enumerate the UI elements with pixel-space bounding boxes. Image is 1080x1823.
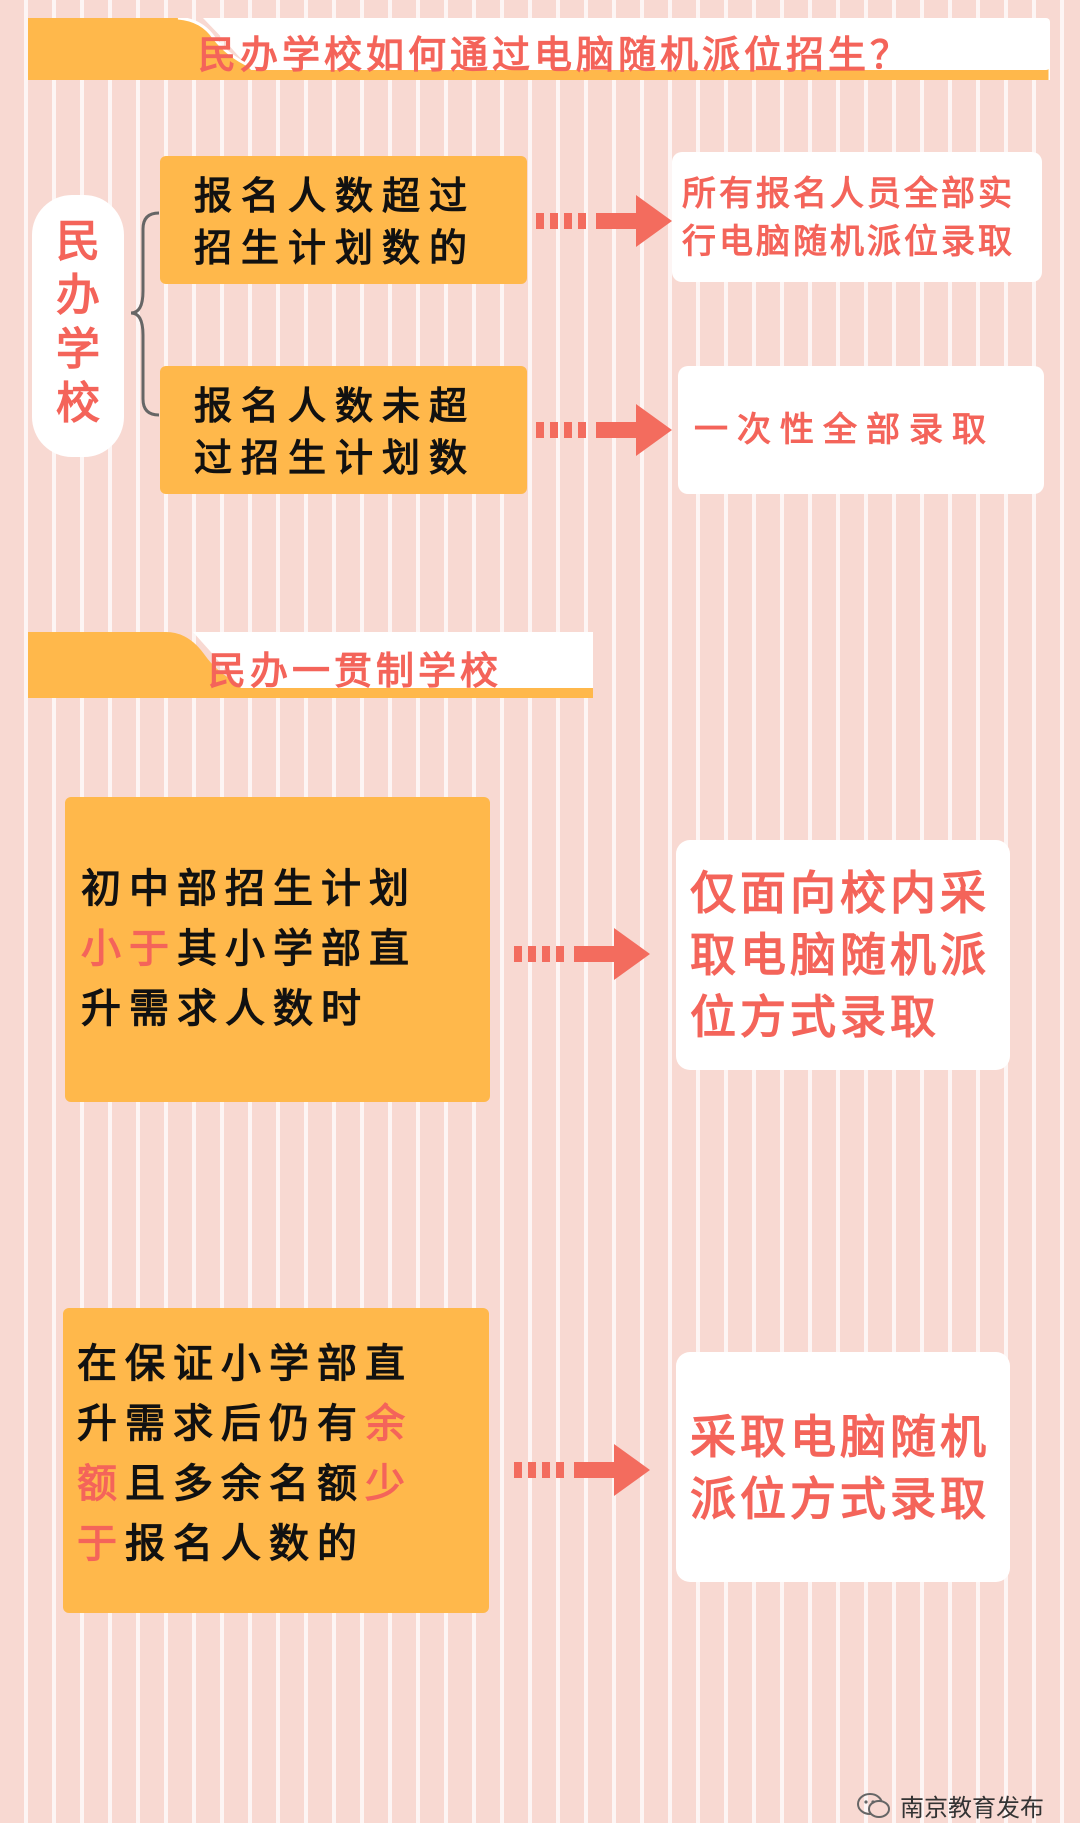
result-line-3: 位方式录取 <box>690 990 940 1044</box>
section-banner-2: 民办一贯制学校 <box>28 632 593 698</box>
wechat-watermark: 南京教育发布 <box>856 1788 1044 1823</box>
dashed-arrow-icon <box>514 926 650 980</box>
result-line-1: 所有报名人员全部实 <box>682 174 1015 214</box>
condition-text: 报名人数的 <box>125 1521 365 1567</box>
result-box-admit-all: 一次性全部录取 <box>678 366 1044 494</box>
wechat-icon <box>857 1792 890 1818</box>
condition-line-2: 招生计划数的 <box>194 226 477 270</box>
condition-text: 升需求后仍有 <box>77 1401 365 1447</box>
banner-title: 民办学校如何通过电脑随机派位招生？ <box>198 33 913 77</box>
dashed-arrow-icon <box>536 193 672 247</box>
condition-line-1: 报名人数超过 <box>194 174 477 218</box>
result-line-2: 行电脑随机派位录取 <box>682 222 1015 262</box>
condition-line-2: 小于其小学部直 <box>81 919 490 979</box>
condition-line-1: 报名人数未超 <box>194 384 477 428</box>
banner-title: 民办一贯制学校 <box>208 649 503 693</box>
banner-white-body <box>193 632 593 688</box>
condition-line-2: 升需求后仍有余 <box>77 1394 489 1454</box>
banner-white-body <box>203 18 1050 70</box>
dashed-arrow-icon <box>536 402 672 456</box>
result-line-1: 采取电脑随机 <box>690 1410 990 1464</box>
result-box-random-allocation-2: 采取电脑随机 派位方式录取 <box>676 1352 1010 1582</box>
condition-text: 且多余名额 <box>125 1461 365 1507</box>
banner-shape <box>28 632 593 698</box>
highlight-text: 小于 <box>81 926 177 972</box>
condition-line-2: 过招生计划数 <box>194 436 477 480</box>
account-name: 南京教育发布 <box>900 1794 1044 1822</box>
condition-line-1: 在保证小学部直 <box>77 1341 413 1387</box>
highlight-text: 余 <box>365 1401 413 1447</box>
condition-box-over-plan: 报名人数超过 招生计划数的 <box>160 156 527 284</box>
condition-box-remaining-quota: 在保证小学部直 升需求后仍有余 额且多余名额少 于报名人数的 <box>63 1308 489 1613</box>
highlight-text: 额 <box>77 1461 125 1507</box>
result-box-random-allocation: 所有报名人员全部实 行电脑随机派位录取 <box>672 152 1042 282</box>
school-type-text: 民办学校 <box>56 216 100 429</box>
condition-line-1: 初中部招生计划 <box>81 866 417 912</box>
condition-line-3: 额且多余名额少 <box>77 1454 489 1514</box>
result-line-1: 仅面向校内采 <box>690 866 990 920</box>
condition-line-4: 于报名人数的 <box>77 1514 489 1574</box>
condition-line-3: 升需求人数时 <box>81 986 369 1032</box>
highlight-text: 于 <box>77 1521 125 1567</box>
result-text: 一次性全部录取 <box>694 410 995 450</box>
highlight-text: 少 <box>365 1461 413 1507</box>
section-banner-1: 民办学校如何通过电脑随机派位招生？ <box>28 18 1050 80</box>
result-line-2: 派位方式录取 <box>690 1472 990 1526</box>
school-type-label: 民办学校 <box>32 195 124 457</box>
condition-text: 其小学部直 <box>177 926 417 972</box>
result-line-2: 取电脑随机派 <box>690 928 990 982</box>
condition-box-under-plan: 报名人数未超 过招生计划数 <box>160 366 527 494</box>
result-box-internal-random: 仅面向校内采 取电脑随机派 位方式录取 <box>676 840 1010 1070</box>
dashed-arrow-icon <box>514 1442 650 1496</box>
condition-box-plan-less-than-demand: 初中部招生计划 小于其小学部直 升需求人数时 <box>65 797 490 1102</box>
brace-icon <box>130 211 160 417</box>
